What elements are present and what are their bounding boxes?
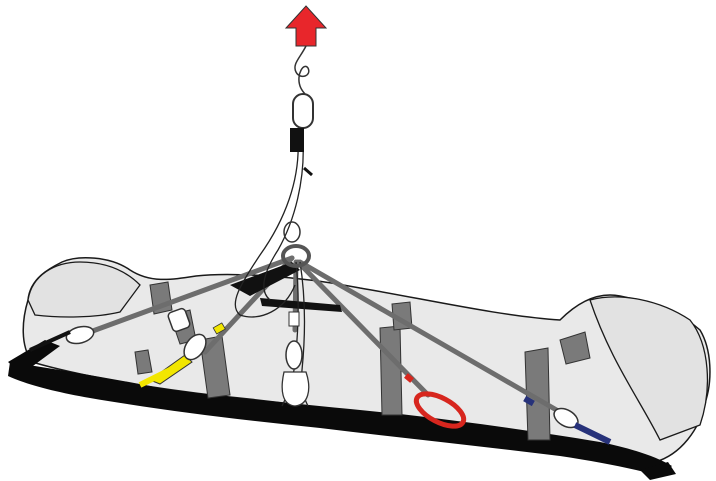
carabiner-icon: [293, 94, 313, 128]
rescue-litter: [8, 258, 710, 480]
sleeve-tail: [304, 168, 312, 175]
top-anchor: [286, 6, 326, 175]
strap-hip: [380, 326, 402, 415]
black-sleeve: [290, 128, 304, 152]
up-arrow-icon: [286, 6, 326, 46]
rope-icon: [295, 46, 309, 96]
